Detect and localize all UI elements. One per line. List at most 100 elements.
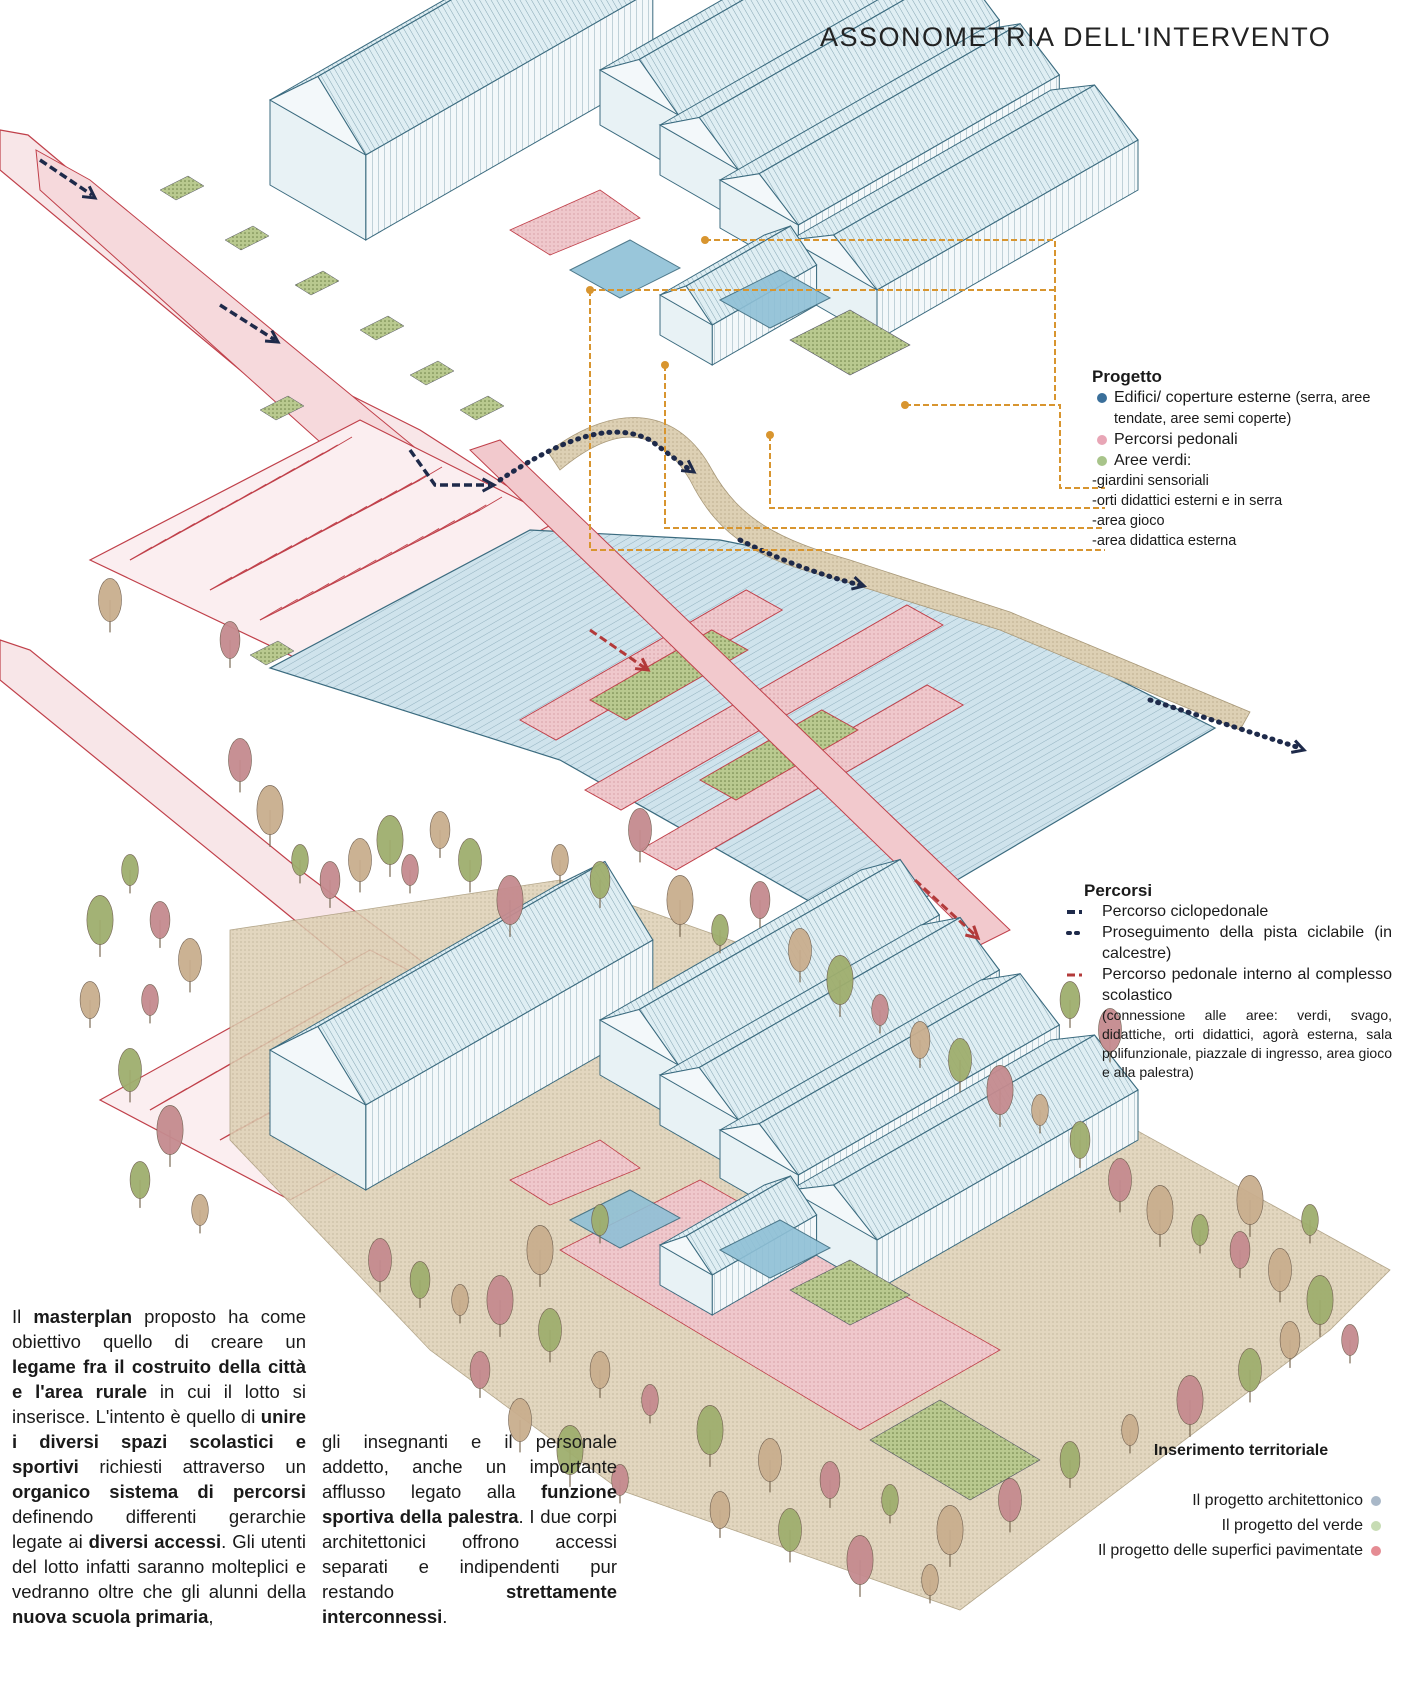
tree-14-crown (348, 838, 372, 882)
parking-row-a-stall (301, 452, 324, 467)
legend-item-green: Aree verdi: (1092, 450, 1392, 471)
tree-47-crown (936, 1505, 964, 1555)
tree-60-crown (591, 1204, 609, 1236)
parking-row-a-stall (201, 507, 224, 522)
tree-18-crown (458, 838, 482, 882)
parking-row-a-stall (286, 460, 310, 474)
tree-70-crown (1098, 1008, 1122, 1052)
tree-26-crown (788, 928, 812, 972)
parking-row-b-stall (389, 482, 413, 497)
tree-65-crown (709, 1491, 731, 1529)
tree-36-crown (1191, 1214, 1209, 1246)
bike-arrow-3 (1147, 697, 1303, 751)
bike-arrow-1 (497, 429, 693, 483)
tree-7-crown (156, 1105, 184, 1155)
parking-row-c-stall (369, 551, 393, 566)
legend-item-cycle: Percorso ciclopedonale (1067, 903, 1269, 920)
bike-arrow-2-head (851, 575, 868, 591)
central-path (469, 439, 1011, 946)
tree-3-crown (86, 895, 114, 945)
leader-node-3 (901, 401, 909, 409)
ped-arrow-1-head (634, 657, 651, 672)
tree-71-crown (1236, 1175, 1264, 1225)
legend-progetto-heading: Progetto (1092, 367, 1162, 386)
tree-58-crown (368, 1238, 392, 1282)
tree-53-crown (589, 1351, 611, 1389)
tree-25-crown (749, 881, 771, 919)
legend-inserimento-heading: Inserimento territoriale (1153, 1442, 1329, 1459)
tree-2-crown (178, 938, 202, 982)
legend-item-buildings: Edifici/ coperture esterne (serra, aree … (1092, 387, 1392, 429)
trees (79, 578, 1359, 1604)
parking-row-b-stall (419, 466, 443, 481)
parking-row-a-stall (158, 530, 181, 545)
tree-52-crown (641, 1384, 659, 1416)
upper-campus-wing-b-gable-end (658, 116, 739, 171)
parking-row-a-stall (272, 468, 296, 482)
tree-40-crown (1341, 1324, 1359, 1356)
green-verge (409, 360, 455, 386)
upper-campus-wing-c-gable-end (718, 173, 799, 226)
tree-74-crown (98, 578, 122, 622)
parking-row-c-stall (354, 559, 377, 574)
green-verge (359, 315, 405, 341)
tree-55-crown (486, 1275, 514, 1325)
sports-field-upper (268, 417, 1251, 946)
parking-row-b-stall (254, 553, 278, 567)
tree-27-crown (826, 955, 854, 1005)
green-verge (159, 175, 205, 201)
tree-61-crown (469, 1351, 491, 1389)
legend-percorsi-heading: Percorsi (1084, 881, 1153, 900)
tree-49-crown (819, 1461, 841, 1499)
tree-4-crown (141, 984, 159, 1016)
leader-node-4 (701, 236, 709, 244)
tree-10-crown (228, 738, 252, 782)
parking-row-c-stall (275, 598, 298, 613)
bike-arrow-2 (737, 537, 863, 588)
lower-campus-greenhouse-2 (718, 1219, 832, 1279)
parking-row-c-stall (338, 567, 361, 582)
legend-ped-note: (connessione alle aree: verdi, svago, di… (1102, 1007, 1392, 1080)
parking-row-b-stall (344, 505, 368, 520)
leader-orti (769, 435, 1105, 509)
parking-row-a-stall (244, 483, 267, 498)
lower-campus-gym-gable-end (268, 1025, 367, 1106)
parking-row-a-stall (129, 546, 153, 561)
tree-43-crown (1176, 1375, 1204, 1425)
tree-39-crown (1306, 1275, 1334, 1325)
legend-progetto: Progetto Edifici/ coperture esterne (ser… (1092, 366, 1392, 551)
tree-5-crown (79, 981, 101, 1019)
parking-row-a-stall (144, 538, 167, 553)
tree-68-crown (921, 1564, 939, 1596)
tree-8-crown (191, 1194, 209, 1226)
parking-row-b-stall (329, 513, 353, 528)
legend-leader-lines (586, 236, 1105, 551)
tree-23-crown (666, 875, 694, 925)
tree-41-crown (1279, 1321, 1301, 1359)
tree-51-crown (696, 1405, 724, 1455)
tree-15-crown (376, 815, 404, 865)
parking-row-a-stall (315, 444, 338, 459)
leader-didattica (589, 290, 1105, 551)
tree-22-crown (628, 808, 652, 852)
upper-campus-greenhouse-1 (568, 239, 682, 299)
tree-48-crown (881, 1484, 899, 1516)
upper-campus-gym-gable-end (268, 75, 367, 156)
parking-row-b-stall (299, 529, 323, 544)
tree-21-crown (589, 861, 611, 899)
parking-row-c-stall (464, 504, 487, 519)
upper-campus-court-pink (509, 189, 641, 256)
leader-gioco (664, 365, 1105, 529)
tree-12-crown (291, 844, 309, 876)
parking-row-a-stall (186, 515, 210, 529)
ped-arrow-2-head (965, 925, 981, 941)
parking-row-c-stall (291, 590, 314, 605)
tree-32-crown (1031, 1094, 1049, 1126)
parking-row-c-stall (432, 520, 456, 534)
parking-row-b-stall (314, 521, 338, 536)
tree-30-crown (948, 1038, 972, 1082)
tree-1-crown (149, 901, 171, 939)
tree-67-crown (846, 1535, 874, 1585)
lower-campus-wing-d-gable-end (788, 1184, 878, 1241)
tree-0-crown (121, 854, 139, 886)
